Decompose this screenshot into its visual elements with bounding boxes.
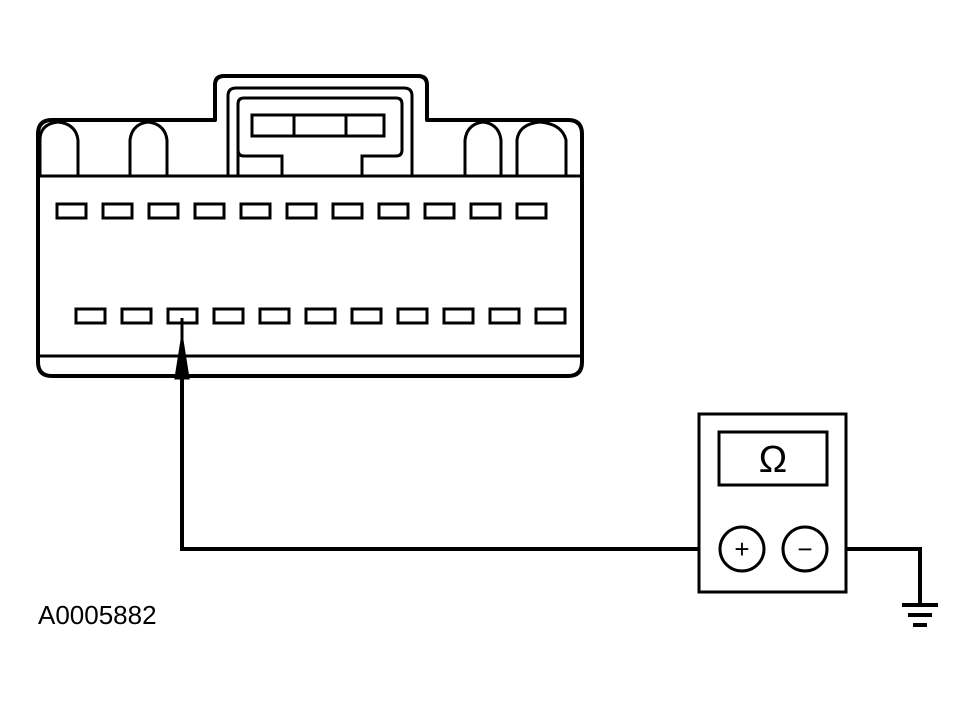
connector-pin (74, 307, 107, 325)
connector-pin (469, 202, 502, 220)
connector-pin (396, 307, 429, 325)
connector-pin (55, 202, 88, 220)
locking-tab-inner (226, 86, 414, 176)
connector-rib (463, 120, 503, 176)
bottom-pin-row (74, 307, 567, 325)
connector-pin (350, 307, 383, 325)
latch-slot (250, 113, 386, 138)
connector-pin (212, 307, 245, 325)
connector-pin (515, 202, 548, 220)
connector-pin (304, 307, 337, 325)
connector-pin (423, 202, 456, 220)
connector-rib (515, 120, 568, 176)
connector-outline (36, 74, 584, 378)
positive-terminal (718, 525, 766, 573)
connector-pin (193, 202, 226, 220)
ohm-symbol: Ω (759, 439, 787, 481)
connector-pin (285, 202, 318, 220)
positive-terminal-label: + (734, 534, 749, 564)
connector-pin (120, 307, 153, 325)
test-probe (174, 318, 190, 380)
connector-pin (442, 307, 475, 325)
connector-pin (101, 202, 134, 220)
negative-terminal (781, 525, 829, 573)
connector-pin (331, 202, 364, 220)
ground-lead (828, 547, 922, 604)
test-lead-positive (180, 378, 719, 551)
ohmmeter: Ω + − (697, 412, 848, 594)
probe-arrow (174, 339, 190, 380)
figure-id: A0005882 (38, 600, 157, 630)
connector-rib (38, 120, 80, 176)
connector-pin (258, 307, 291, 325)
meter-display (717, 430, 829, 487)
connector-pin (488, 307, 521, 325)
locking-tab (226, 86, 414, 176)
negative-terminal-label: − (797, 534, 812, 564)
connector (36, 74, 584, 378)
connector-pin (147, 202, 180, 220)
locking-tab-window (236, 96, 404, 176)
top-pin-row (55, 202, 548, 220)
ground-symbol-icon (902, 603, 938, 627)
connector-pin (534, 307, 567, 325)
connector-rib (128, 120, 169, 176)
connector-pin (239, 202, 272, 220)
connector-pin (377, 202, 410, 220)
